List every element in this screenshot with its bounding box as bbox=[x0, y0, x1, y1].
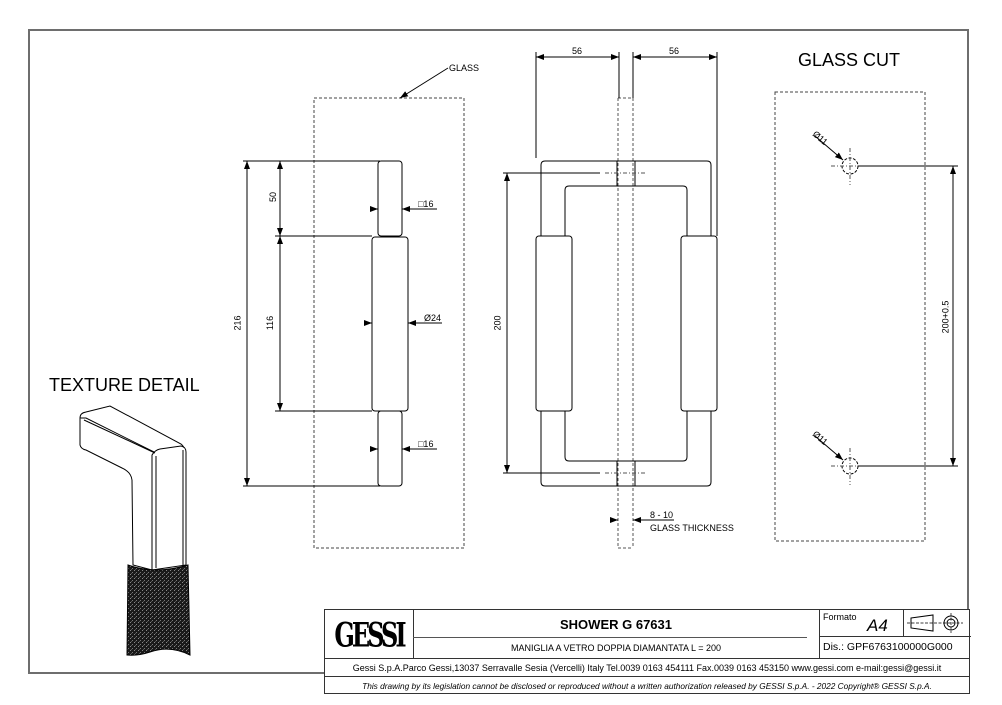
left-handle-inner bbox=[564, 185, 617, 462]
logo-text: GESSI bbox=[334, 613, 406, 655]
format-label: Formato bbox=[823, 612, 857, 622]
dim-square-top: □16 bbox=[418, 199, 434, 209]
right-handle-outer bbox=[635, 160, 712, 487]
format-cell: Formato A4 bbox=[819, 610, 904, 637]
left-grip bbox=[535, 235, 573, 412]
gessi-logo: GESSI bbox=[325, 610, 414, 658]
product-title: SHOWER G 67631 bbox=[560, 617, 672, 632]
format-value: A4 bbox=[867, 616, 888, 635]
mount-top bbox=[377, 160, 403, 237]
glass-thickness-label: GLASS THICKNESS bbox=[650, 523, 734, 533]
texture-detail-heading: TEXTURE DETAIL bbox=[49, 375, 200, 395]
glass-cut-outline bbox=[774, 91, 926, 542]
title-cell: SHOWER G 67631 MANIGLIA A VETRO DOPPIA D… bbox=[413, 610, 820, 658]
right-grip bbox=[680, 235, 718, 412]
grip-barrel bbox=[371, 236, 409, 412]
legal-notice: This drawing by its legislation cannot b… bbox=[325, 676, 969, 695]
company-address: Gessi S.p.A.Parco Gessi,13037 Serravalle… bbox=[325, 658, 969, 677]
left-handle-outer bbox=[540, 160, 617, 487]
handle-front-face bbox=[151, 445, 187, 571]
dim-grip-diameter: Ø24 bbox=[424, 313, 442, 323]
third-angle-projection-icon bbox=[907, 613, 963, 633]
dim-glass-thickness: 8 - 10 bbox=[650, 510, 674, 520]
dim-left-depth: 56 bbox=[572, 46, 583, 56]
dim-top-mount: 50 bbox=[268, 191, 279, 203]
mount-bottom bbox=[377, 410, 403, 487]
dim-center-distance: 200 bbox=[492, 315, 503, 331]
dim-right-depth: 56 bbox=[669, 46, 680, 56]
title-separator bbox=[413, 637, 807, 638]
drawing-number: Dis.: GPF6763100000G000 bbox=[823, 641, 953, 653]
knurled-grip bbox=[126, 564, 191, 656]
dim-square-bottom: □16 bbox=[418, 439, 434, 449]
projection-symbol-cell bbox=[903, 610, 971, 637]
product-description: MANIGLIA A VETRO DOPPIA DIAMANTATA L = 2… bbox=[511, 643, 721, 653]
handle-side-face bbox=[79, 418, 153, 571]
front-view bbox=[503, 52, 718, 549]
glass-cut-view bbox=[774, 91, 958, 542]
dim-total-height: 216 bbox=[232, 315, 243, 331]
dim-hole-distance: 200+0.5 bbox=[940, 300, 951, 334]
dim-grip-length: 116 bbox=[265, 315, 276, 331]
texture-detail-illustration bbox=[79, 405, 191, 656]
glass-callout: GLASS bbox=[449, 63, 480, 73]
right-handle-inner bbox=[635, 185, 688, 462]
glass-cut-heading: GLASS CUT bbox=[798, 50, 901, 70]
side-view bbox=[243, 67, 465, 549]
title-block: GESSI SHOWER G 67631 MANIGLIA A VETRO DO… bbox=[324, 609, 971, 695]
glass-outline bbox=[313, 97, 465, 549]
